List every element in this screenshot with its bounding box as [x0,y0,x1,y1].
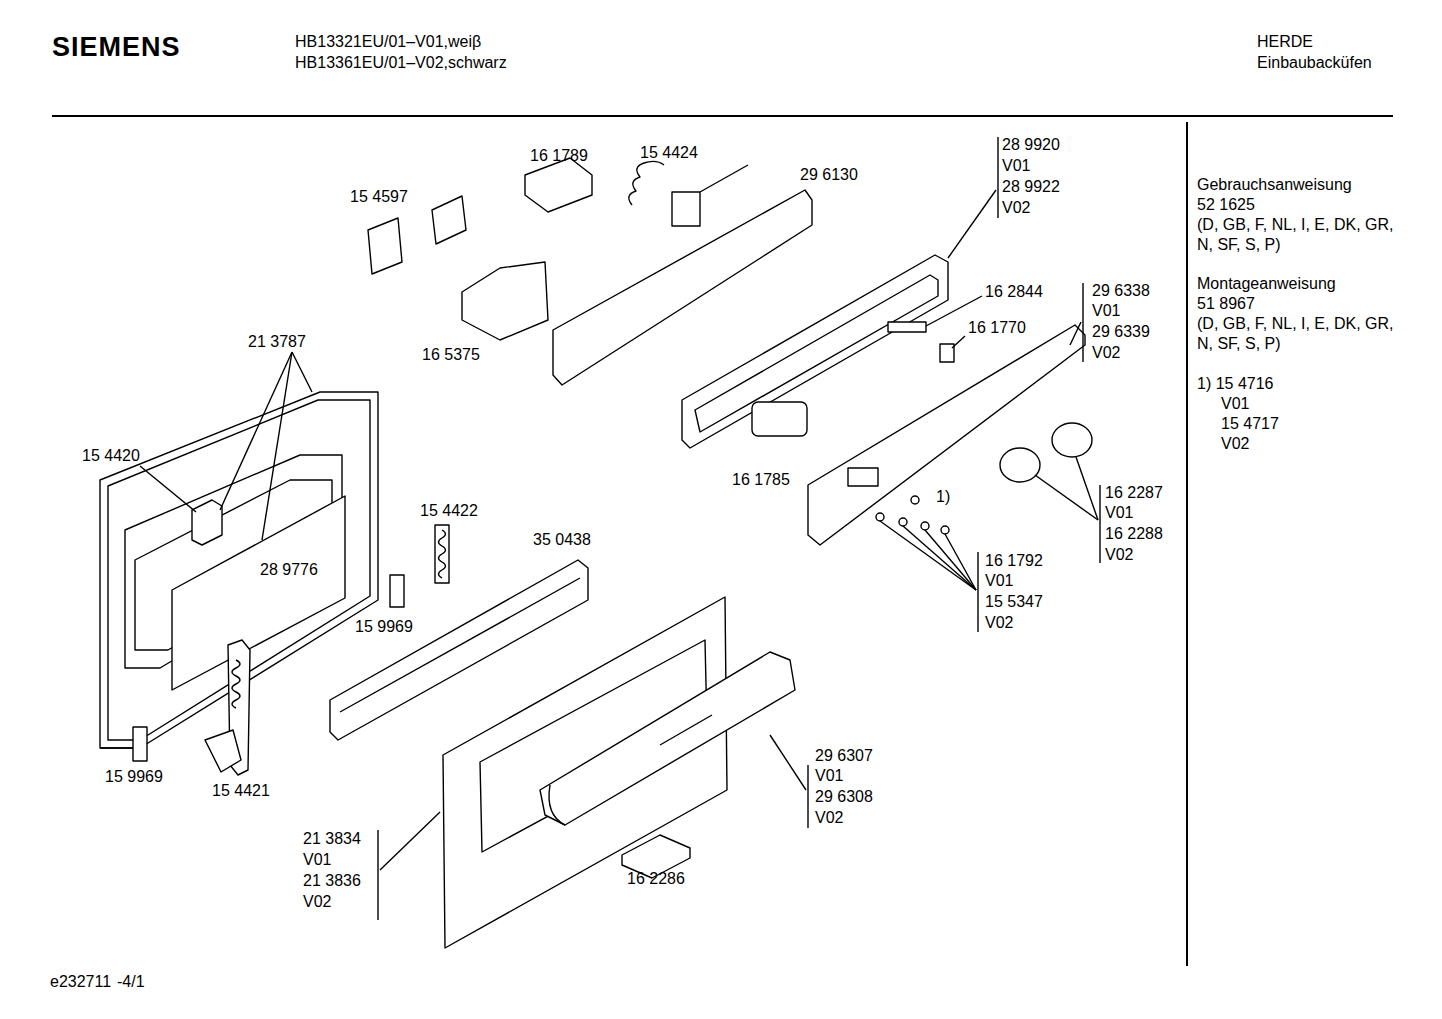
callout-number: 15 5347 [985,592,1043,612]
callout-number: 29 6308 [815,787,873,807]
callout-number: 15 9969 [105,767,163,787]
callout-number: 16 5375 [422,345,480,365]
knob [1052,423,1092,457]
callout-number: 15 4424 [640,143,698,163]
callout-number: V02 [303,892,331,912]
bracket [368,196,466,274]
callout-number: V01 [303,850,331,870]
door-handle [540,652,795,825]
callout-number: 15 4597 [350,187,408,207]
door-strip [340,578,580,712]
callout-number: -4/1 [117,972,145,992]
callout-number: V02 [1002,198,1030,218]
brand-logo: SIEMENS [52,32,181,62]
buffer-block [133,727,147,761]
callout-number: V01 [815,766,843,786]
callout-number: 16 1792 [985,551,1043,571]
callout-number: 28 9922 [1002,177,1060,197]
display-module [462,262,548,340]
callout-number: 21 3834 [303,829,361,849]
callout-number: e232711 [50,972,111,992]
callout-number: 28 9776 [260,560,318,580]
callout-number: V02 [1105,545,1133,565]
callout-number: V01 [1002,156,1030,176]
callout-number: 21 3787 [248,332,306,352]
header-text: HB13321EU/01–V01,weiβ [295,32,481,52]
control-frame [682,255,948,448]
control-fascia [808,325,1085,545]
small-part [888,322,926,332]
header-rule [52,115,1393,117]
callout-number: 28 9920 [1002,135,1060,155]
header-text: 52 1625 [1197,195,1255,215]
callout-number: 15 4422 [420,501,478,521]
callout-number: V01 [985,571,1013,591]
callout-number: V02 [815,808,843,828]
callout-number: 16 2287 [1105,483,1163,503]
callout-number: 16 2288 [1105,524,1163,544]
callout-number: V02 [1092,343,1120,363]
callout-number: 29 6307 [815,746,873,766]
header-text: 15 4717 [1221,414,1279,434]
callout-number: 29 6339 [1092,322,1150,342]
header-text: (D, GB, F, NL, I, E, DK, GR, N, SF, S, P… [1197,314,1397,354]
header-text: 51 8967 [1197,294,1255,314]
hinge [435,525,449,583]
header-text: HB13361EU/01–V02,schwarz [295,53,507,73]
clip [192,500,222,545]
header-text: (D, GB, F, NL, I, E, DK, GR, N, SF, S, P… [1197,215,1397,255]
callout-number: 29 6130 [800,165,858,185]
header-text: Einbaubacküfen [1257,53,1372,73]
door-frame [100,392,378,748]
callout-number: V02 [985,613,1013,633]
callout-number: V01 [1092,301,1120,321]
leader-line [140,137,1100,920]
glass-panel [172,496,345,690]
callout-number: 15 9969 [355,617,413,637]
thermostat [629,161,748,226]
column-divider [1186,122,1188,966]
callout-number: 1) [936,487,950,507]
header-text: V01 [1221,394,1249,414]
callout-number: 16 1785 [732,470,790,490]
callout-number: 16 2286 [627,869,685,889]
callout-number: 15 4421 [212,781,270,801]
buffer-block [390,575,404,607]
callout-number: V01 [1105,503,1133,523]
header-text: Gebrauchsanweisung [1197,175,1352,195]
callout-number: 16 2844 [985,282,1043,302]
header-text: Montageanweisung [1197,274,1336,294]
header-text: 1) 15 4716 [1197,374,1274,394]
callout-number: 29 6338 [1092,281,1150,301]
header-text: HERDE [1257,32,1313,52]
small-part [940,344,954,362]
callout-number: 35 0438 [533,530,591,550]
callout-number: 16 1789 [530,146,588,166]
callout-number: 16 1770 [968,318,1026,338]
hinge [205,640,250,775]
knob [1000,448,1040,482]
selector-switch [525,158,592,212]
header-text: V02 [1221,434,1249,454]
callout-number: 21 3836 [303,871,361,891]
callout-number: 15 4420 [82,446,140,466]
